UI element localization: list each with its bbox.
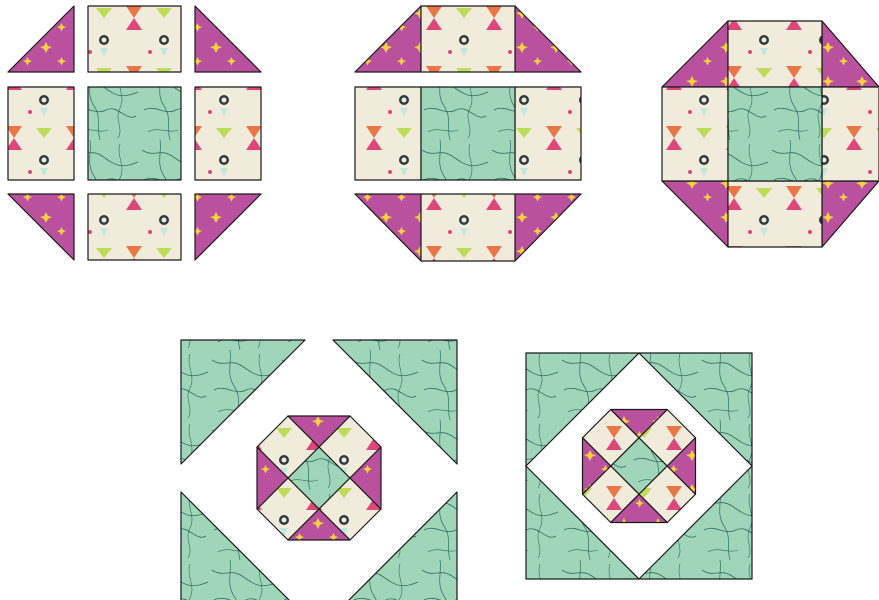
corner-triangle-bottom-left: [355, 194, 421, 261]
side-rectangle-bottom: [421, 194, 515, 261]
step-2-rows-joined: [355, 6, 581, 261]
step-5-finished-block: [526, 353, 752, 579]
corner-triangle-bottom-left: [662, 181, 728, 247]
side-rectangle-left: [355, 87, 421, 180]
side-rectangle-left: [8, 87, 74, 180]
side-rectangle-top: [421, 6, 515, 72]
corner-triangle-bottom-right: [195, 194, 261, 260]
corner-triangle-top-left: [355, 6, 421, 72]
step-4-rotated-with-corners-separate: [181, 340, 457, 600]
center-square: [88, 87, 181, 180]
step-1-units-separated: [8, 6, 261, 260]
corner-triangle-top-right: [822, 21, 879, 87]
side-rectangle-top: [728, 21, 822, 87]
corner-triangle-top-left: [662, 21, 728, 87]
corner-triangle-top-left: [8, 6, 74, 72]
step-3-block-joined: [662, 21, 879, 247]
side-rectangle-left: [662, 87, 728, 181]
side-rectangle-bottom: [728, 181, 822, 247]
center-square: [421, 87, 515, 180]
center-square: [728, 87, 822, 181]
corner-triangle-bottom-right: [822, 181, 879, 247]
side-rectangle-top: [88, 6, 181, 72]
side-rectangle-right: [195, 87, 261, 180]
side-rectangle-right: [515, 87, 581, 180]
corner-triangle-bottom-right: [515, 194, 581, 261]
side-rectangle-bottom: [88, 194, 181, 260]
side-rectangle-right: [822, 87, 879, 181]
corner-triangle-top-right: [195, 6, 261, 72]
corner-triangle-top-right: [515, 6, 581, 72]
corner-triangle-bottom-left: [8, 194, 74, 260]
